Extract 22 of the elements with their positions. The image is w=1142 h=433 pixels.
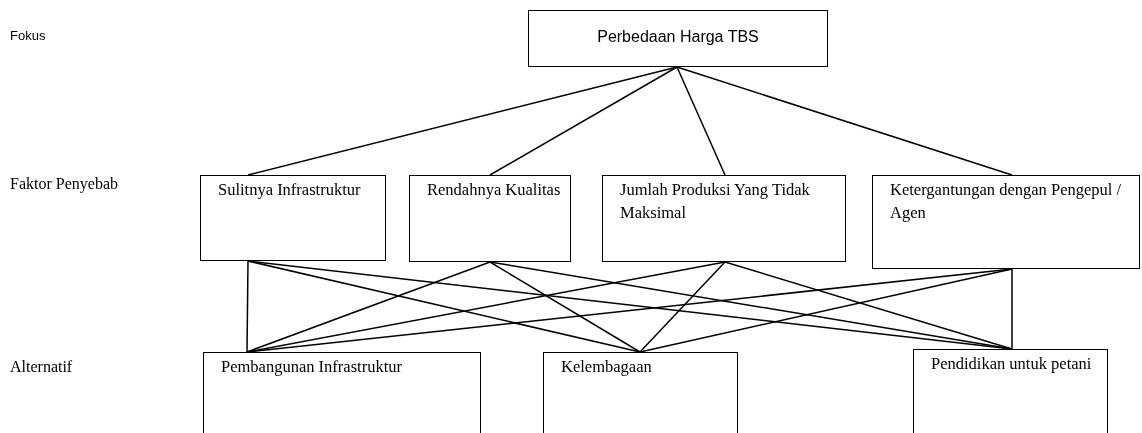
connector-line (639, 261, 726, 353)
connector-line (247, 66, 678, 176)
connector-line (246, 261, 491, 353)
hierarchy-box: Sulitnya Infrastruktur (200, 175, 386, 261)
connector-line (1011, 268, 1013, 350)
connector-line (676, 66, 726, 176)
hierarchy-box: Perbedaan Harga TBS (528, 10, 828, 67)
hierarchy-box: Rendahnya Kualitas (409, 175, 571, 262)
connector-line (489, 66, 678, 176)
hierarchy-box: Kelembagaan (543, 352, 738, 433)
hierarchy-box: Pembangunan Infrastruktur (203, 352, 481, 433)
hierarchy-box: Ketergantungan dengan Pengepul / Agen (872, 175, 1140, 269)
level-label: Alternatif (10, 357, 74, 377)
level-label: Fokus (10, 27, 47, 45)
level-label: Faktor Penyebab (10, 174, 119, 195)
connector-line (489, 261, 641, 353)
connector-line (639, 268, 1013, 353)
connector-line (676, 66, 1013, 176)
connector-line (724, 261, 1013, 350)
hierarchy-box: Jumlah Produksi Yang Tidak Maksimal (602, 175, 846, 262)
hierarchy-box: Pendidikan untuk petani (913, 349, 1108, 433)
connector-line (246, 260, 249, 353)
